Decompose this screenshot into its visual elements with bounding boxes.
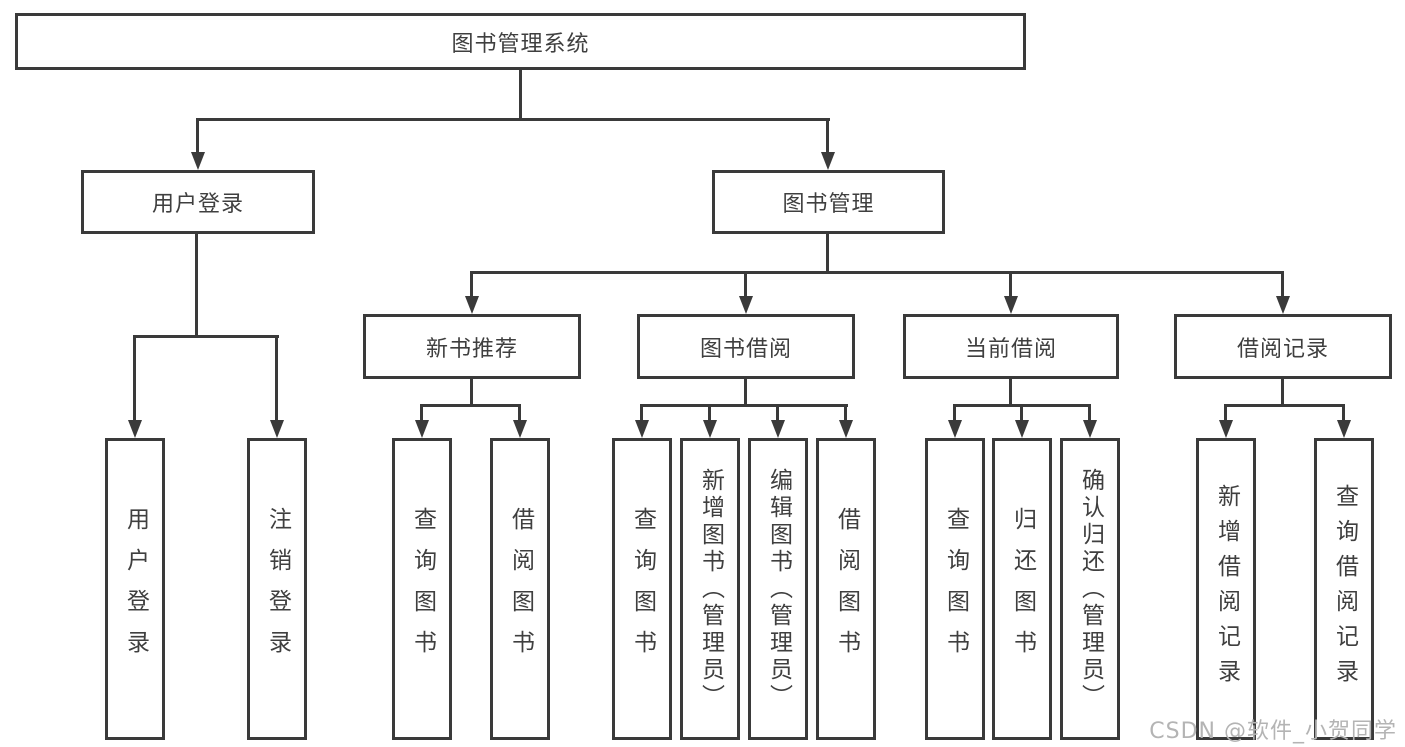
arrowhead-icon [191,152,205,170]
node-book-borrowing: 图书借阅 [637,314,855,379]
connector-line [196,118,830,121]
connector-line [470,271,473,298]
node-borrowing-records: 借阅记录 [1174,314,1392,379]
arrowhead-icon [1276,296,1290,314]
connector-line [1009,271,1012,298]
leaf-query-books-current: 查询图书 [925,438,985,740]
connector-line [953,404,956,422]
leaf-query-borrow-record: 查询借阅记录 [1314,438,1374,740]
arrowhead-icon [415,420,429,438]
arrowhead-icon [703,420,717,438]
connector-line [518,404,521,422]
connector-line [133,335,136,422]
node-user-login: 用户登录 [81,170,315,234]
arrowhead-icon [839,420,853,438]
node-new-book-recommendation: 新书推荐 [363,314,581,379]
connector-line [1020,404,1023,422]
connector-line [640,404,643,422]
csdn-watermark: CSDN @软件_小贺同学 [1149,719,1397,744]
arrowhead-icon [1337,420,1351,438]
connector-line [133,335,279,338]
connector-line [1088,404,1091,422]
connector-line [826,234,829,274]
connector-line [826,118,829,154]
node-current-borrowing: 当前借阅 [903,314,1119,379]
connector-line [1009,379,1012,407]
arrowhead-icon [128,420,142,438]
arrowhead-icon [771,420,785,438]
connector-line [275,335,278,422]
connector-line [420,404,423,422]
connector-line [519,70,522,120]
leaf-borrow-books-recommend: 借阅图书 [490,438,550,740]
arrowhead-icon [1015,420,1029,438]
leaf-query-books-recommend: 查询图书 [392,438,452,740]
leaf-return-book: 归还图书 [992,438,1052,740]
leaf-add-borrow-record: 新增借阅记录 [1196,438,1256,740]
node-book-management: 图书管理 [712,170,945,234]
connector-line [1342,404,1345,422]
arrowhead-icon [1219,420,1233,438]
arrowhead-icon [1083,420,1097,438]
arrowhead-icon [821,152,835,170]
connector-line [195,234,198,338]
connector-line [776,404,779,422]
arrowhead-icon [948,420,962,438]
connector-line [1281,271,1284,298]
connector-line [196,118,199,154]
arrowhead-icon [739,296,753,314]
arrowhead-icon [513,420,527,438]
leaf-user-login: 用户登录 [105,438,165,740]
leaf-edit-book-admin: 编辑图书（管理员） [748,438,808,740]
arrowhead-icon [1004,296,1018,314]
connector-line [1224,404,1345,407]
arrowhead-icon [270,420,284,438]
connector-line [640,404,848,407]
arrowhead-icon [465,296,479,314]
arrowhead-icon [635,420,649,438]
leaf-add-book-admin: 新增图书（管理员） [680,438,740,740]
leaf-borrow-books-borrowing: 借阅图书 [816,438,876,740]
connector-line [470,379,473,407]
connector-line [1224,404,1227,422]
leaf-logout: 注销登录 [247,438,307,740]
connector-line [470,271,1284,274]
connector-line [744,379,747,407]
connector-line [844,404,847,422]
connector-line [420,404,521,407]
node-library-management-system: 图书管理系统 [15,13,1026,70]
connector-line [1281,379,1284,407]
connector-line [744,271,747,298]
connector-line [708,404,711,422]
leaf-query-books-borrowing: 查询图书 [612,438,672,740]
leaf-confirm-return-admin: 确认归还（管理员） [1060,438,1120,740]
